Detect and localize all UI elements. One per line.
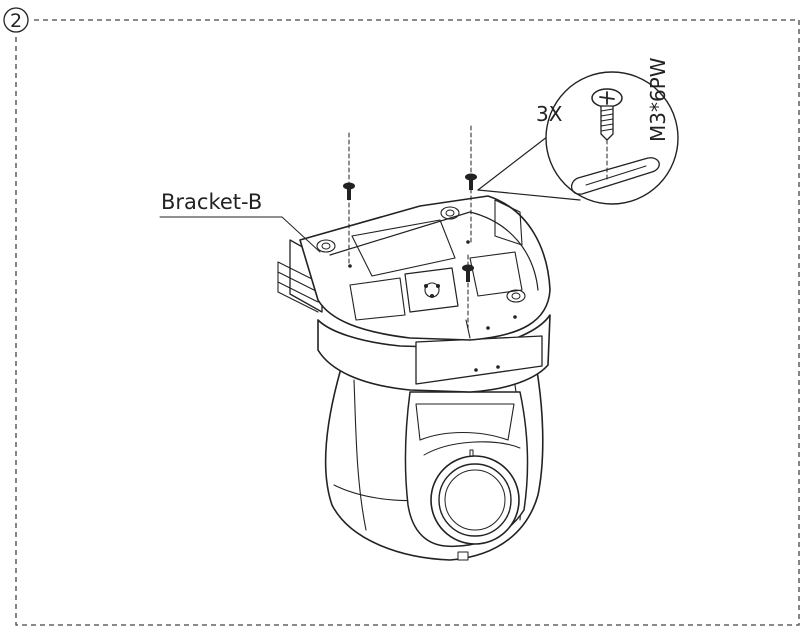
screw-icon <box>591 88 623 141</box>
circled-number-icon <box>3 7 29 33</box>
screw-left <box>343 132 355 267</box>
bracket-plate <box>299 195 551 341</box>
bracket-label-group: Bracket-B <box>159 190 321 253</box>
screw-front <box>462 254 474 331</box>
step-marker: 2 <box>1 6 31 34</box>
step-number: 2 <box>10 10 22 32</box>
ptz-camera <box>277 195 551 561</box>
screw-icon <box>343 182 355 200</box>
step-frame <box>15 19 800 626</box>
screw-center <box>465 125 477 243</box>
detail-circle <box>545 71 679 205</box>
screw-icon <box>465 173 477 190</box>
bracket-leader-line <box>159 216 321 253</box>
screw-spec-label: M3*6PW <box>646 57 670 142</box>
bracket-label: Bracket-B <box>161 190 262 214</box>
screw-detail-callout <box>477 71 679 205</box>
screw-icon <box>462 264 474 282</box>
camera-lens <box>430 455 520 545</box>
screw-count-label: 3X <box>536 102 563 126</box>
